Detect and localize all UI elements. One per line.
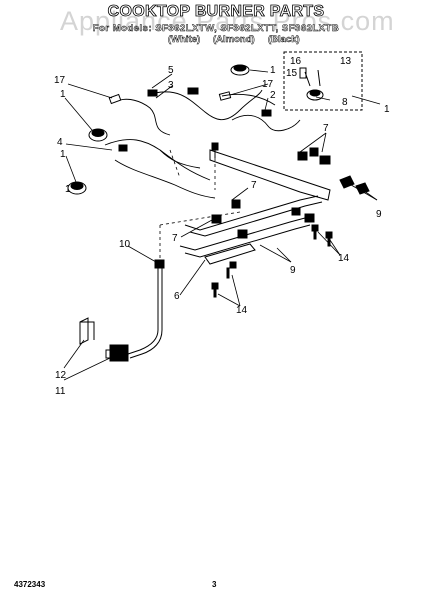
page-number: 3 [212,580,217,589]
callout-11: 11 [55,386,66,397]
callout-9: 9 [290,265,296,276]
part-number: 4372343 [14,580,46,589]
burner-orifice-valves [211,147,370,239]
callout-1: 1 [60,149,66,160]
model-list: For Models: SF362LXTW, SF362LXTT, SF362L… [92,23,340,35]
callout-10: 10 [119,239,131,250]
callout-1: 1 [65,184,71,195]
igniter-connector-2 [261,109,272,117]
callout-1: 1 [270,65,276,76]
igniter-wires [104,89,301,199]
leader-lines [63,69,381,381]
callout-14: 14 [338,253,350,264]
burner-base-1-front-left [67,181,87,195]
callout-7: 7 [172,233,178,244]
callout-13: 13 [340,56,352,67]
color-black-label: (Black) [268,34,300,46]
callout-16: 16 [290,56,302,67]
regulator-bracket [79,317,95,345]
callout-9: 9 [376,209,382,220]
pressure-regulator [105,344,129,362]
callout-8: 8 [342,97,348,108]
callout-17: 17 [54,75,66,86]
callout-5: 5 [168,65,174,76]
callout-2: 2 [270,90,276,101]
burner-base-1-rear-left [88,128,108,142]
callout-12: 12 [55,370,67,381]
igniter-connector-3 [147,89,158,97]
callout-1: 1 [60,89,66,100]
wire-clip-17a [108,93,122,105]
page-title: COOKTOP BURNER PARTS [107,3,325,21]
callout-3: 3 [168,80,174,91]
color-almond-label: (Almond) [213,34,255,46]
alignment-lines [159,149,241,262]
callout-4: 4 [57,137,63,148]
wire-clip-17b [218,91,232,101]
callout-14: 14 [236,305,248,316]
burner-base-1-inset [299,67,324,101]
callout-1: 1 [384,104,390,115]
color-white-label: (White) [168,34,201,46]
burner-base-1-top [230,64,250,76]
callout-6: 6 [174,291,180,302]
gas-supply-tube [127,259,165,359]
screws [211,224,333,298]
callout-15: 15 [286,68,298,79]
watermark: Appliance Parts Pros.com [60,6,395,36]
callout-17: 17 [262,79,274,90]
callout-7: 7 [251,180,257,191]
gas-manifold [179,142,331,265]
igniter-connector-5 [187,87,199,95]
igniter-connector-4 [118,144,128,152]
inset-detail-box [283,51,363,111]
callout-7: 7 [323,123,329,134]
